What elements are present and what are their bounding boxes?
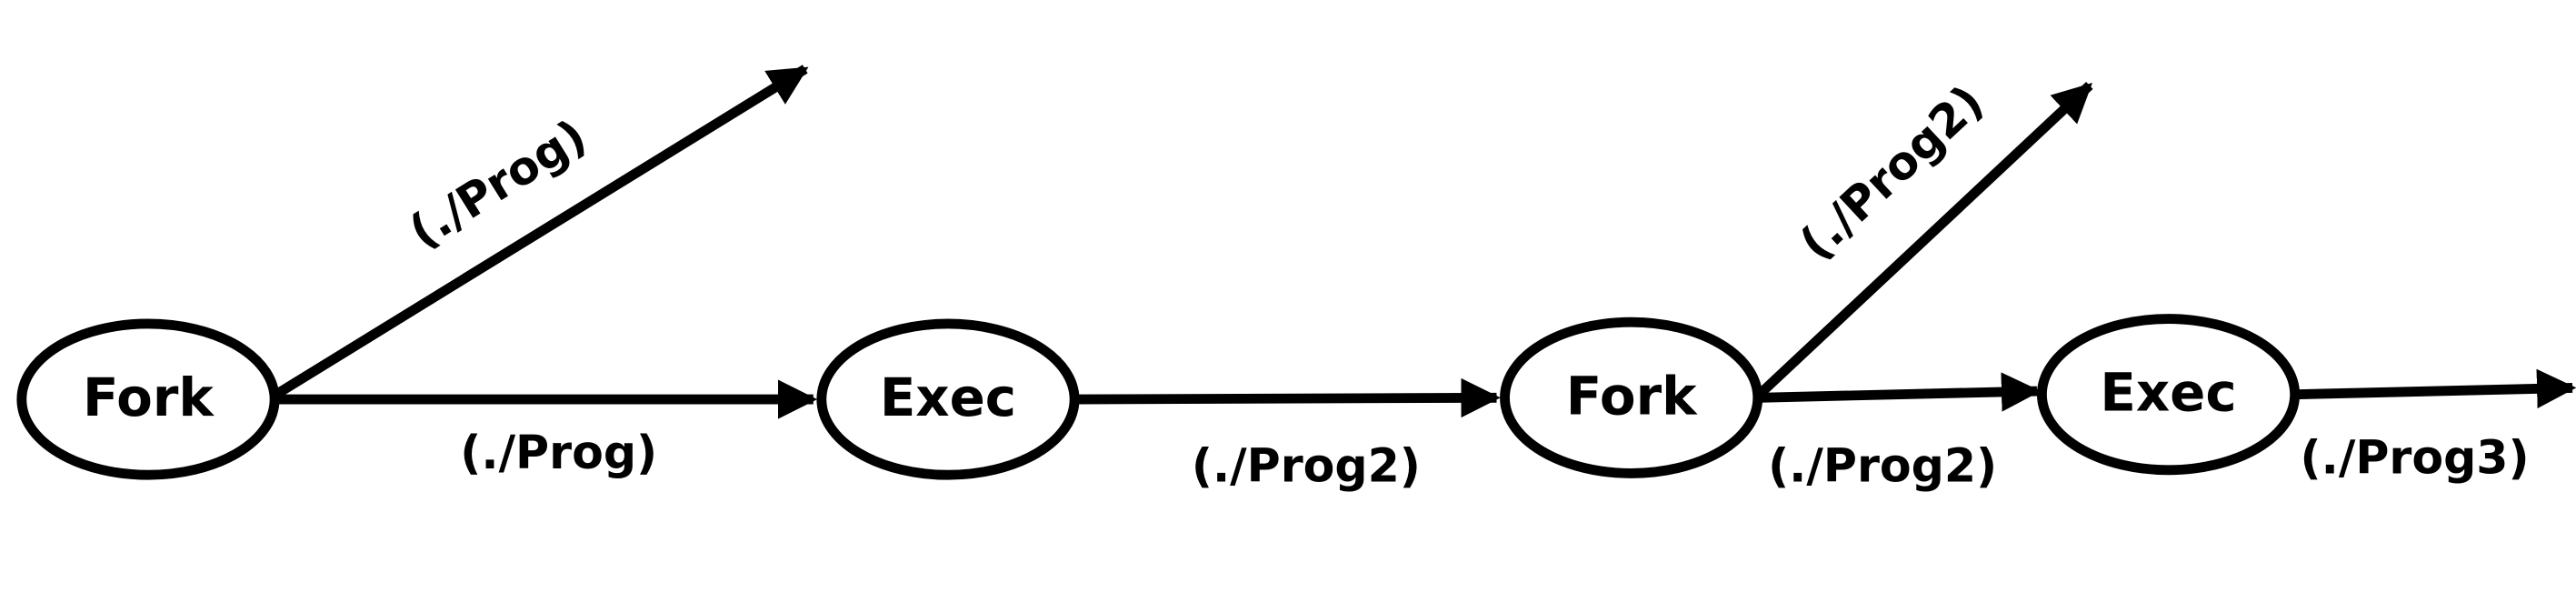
node-fork-1: Fork — [16, 318, 280, 480]
node-exec-1: Exec — [816, 318, 1080, 480]
edge-exec2-out — [2296, 368, 2576, 409]
node-fork-2: Fork — [1500, 317, 1763, 478]
edge-label-fork2-up: (./Prog2) — [1790, 75, 1994, 270]
edge-label-exec2-out: (./Prog3) — [2301, 430, 2530, 484]
node-exec-2: Exec — [2036, 314, 2301, 476]
node-label: Fork — [83, 367, 215, 428]
edge-fork2-up — [1755, 82, 2093, 398]
edge-fork1-up — [274, 65, 809, 399]
edge-label-exec1-fork2: (./Prog2) — [1192, 438, 1421, 492]
edge-exec1-fork2 — [1075, 377, 1501, 418]
edge-label-fork2-exec2: (./Prog2) — [1768, 438, 1997, 492]
node-label: Exec — [2100, 362, 2236, 424]
edge-label-fork1-exec1: (./Prog) — [460, 426, 657, 479]
node-label: Fork — [1566, 365, 1698, 427]
edge-fork2-exec2 — [1759, 372, 2042, 412]
edge-label-fork1-up: (./Prog) — [400, 109, 595, 259]
node-label: Exec — [880, 367, 1016, 428]
